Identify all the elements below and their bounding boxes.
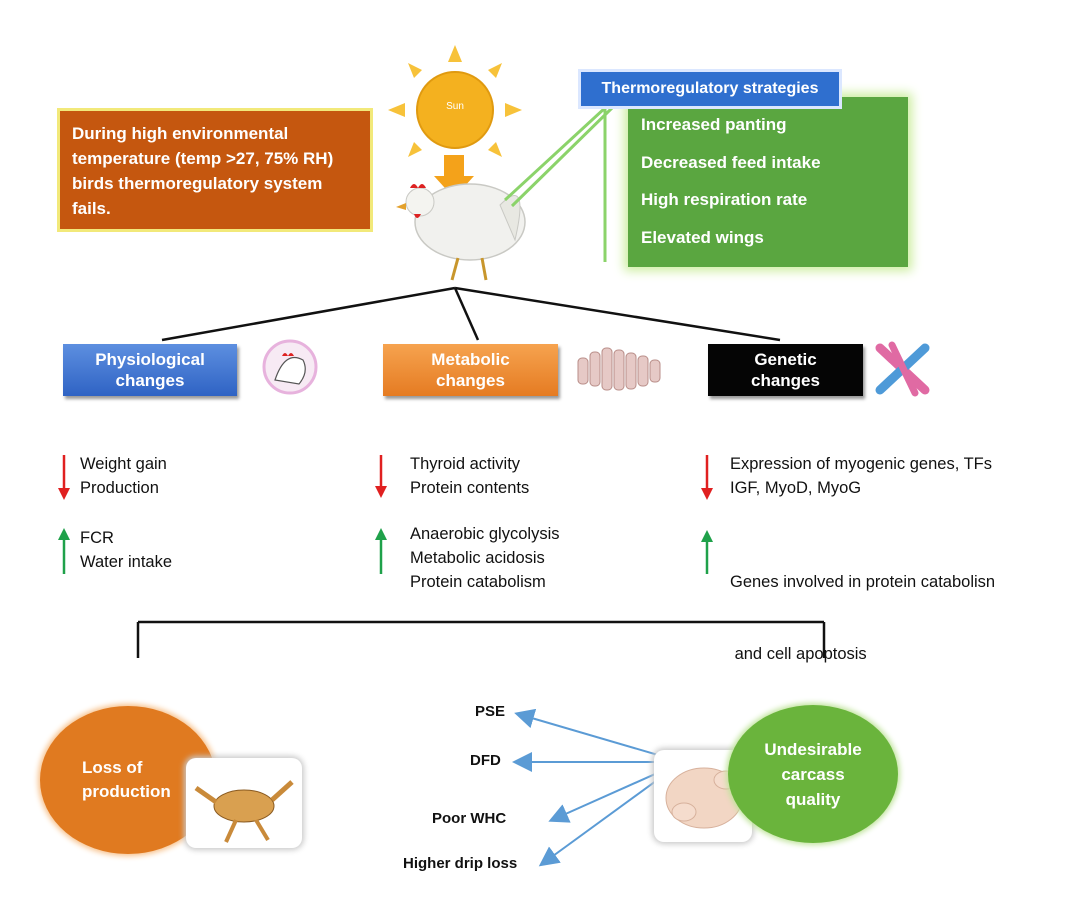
intro-text: During high environmental temperature (t… xyxy=(72,124,334,218)
genetic-decrease: Expression of myogenic genes, TFs IGF, M… xyxy=(730,452,992,500)
outcome-label: Undesirable xyxy=(764,739,862,759)
category-label: Genetic xyxy=(754,350,817,369)
strategy-item: High respiration rate xyxy=(641,190,808,209)
strategy-item: Elevated wings xyxy=(641,228,764,247)
muscle-fiber-icon xyxy=(577,347,661,391)
category-metabolic: Metabolic changes xyxy=(383,344,558,396)
dead-chicken-image xyxy=(186,758,302,848)
defect-label: PSE xyxy=(475,703,506,720)
bracket xyxy=(136,620,826,658)
effect-item: and cell apoptosis xyxy=(730,645,867,663)
effect-item: Weight gain xyxy=(80,455,167,473)
defect-label: DFD xyxy=(470,752,501,769)
intro-box: During high environmental temperature (t… xyxy=(57,108,373,232)
effect-item: Protein catabolism xyxy=(410,573,546,591)
outcome-label: production xyxy=(82,782,171,801)
category-label: changes xyxy=(436,371,505,390)
physiological-increase: FCR Water intake xyxy=(80,526,172,574)
effect-item: Water intake xyxy=(80,553,173,571)
defect-label: Poor WHC xyxy=(432,810,507,827)
category-label: changes xyxy=(115,371,185,390)
outcome-label: quality xyxy=(785,789,841,809)
defect-label: Higher drip loss xyxy=(403,855,518,872)
strategy-item: Decreased feed intake xyxy=(641,153,821,172)
decrease-arrows xyxy=(58,455,713,500)
effect-item: Thyroid activity xyxy=(410,455,521,473)
hen-icon xyxy=(396,183,526,281)
strategies-box: Increased panting Decreased feed intake … xyxy=(628,97,908,267)
sun-label: Sun xyxy=(446,101,464,112)
increase-arrows xyxy=(58,528,713,574)
physiological-decrease: Weight gain Production xyxy=(80,452,167,500)
sun-icon xyxy=(388,45,522,178)
tree-lines xyxy=(161,286,781,342)
rooster-icon xyxy=(262,339,318,395)
effect-item: IGF, MyoD, MyoG xyxy=(730,479,862,497)
category-label: Physiological xyxy=(95,350,205,369)
effect-item: Production xyxy=(80,479,159,497)
carcass-quality-circle: Undesirable carcass quality xyxy=(728,705,898,843)
chromosome-icon xyxy=(875,341,930,397)
metabolic-increase: Anaerobic glycolysis Metabolic acidosis … xyxy=(410,522,559,594)
callout-lines xyxy=(503,106,614,262)
outcome-label: Loss of xyxy=(82,758,143,777)
genetic-increase: Genes involved in protein catabolisn and… xyxy=(730,522,995,714)
effect-item: Expression of myogenic genes, TFs xyxy=(730,455,992,473)
outcome-label: carcass xyxy=(781,764,845,784)
category-genetic: Genetic changes xyxy=(708,344,863,396)
metabolic-decrease: Thyroid activity Protein contents xyxy=(410,452,529,500)
category-label: changes xyxy=(751,371,820,390)
category-label: Metabolic xyxy=(431,350,510,369)
strategies-title: Thermoregulatory strategies xyxy=(578,69,842,109)
effect-item: Anaerobic glycolysis xyxy=(410,525,560,543)
category-physiological: Physiological changes xyxy=(63,344,237,396)
effect-item: Metabolic acidosis xyxy=(410,549,545,567)
effect-item: Protein contents xyxy=(410,479,530,497)
effect-item: Genes involved in protein catabolisn xyxy=(730,573,996,591)
strategy-item: Increased panting xyxy=(641,115,787,134)
effect-item: FCR xyxy=(80,529,114,547)
